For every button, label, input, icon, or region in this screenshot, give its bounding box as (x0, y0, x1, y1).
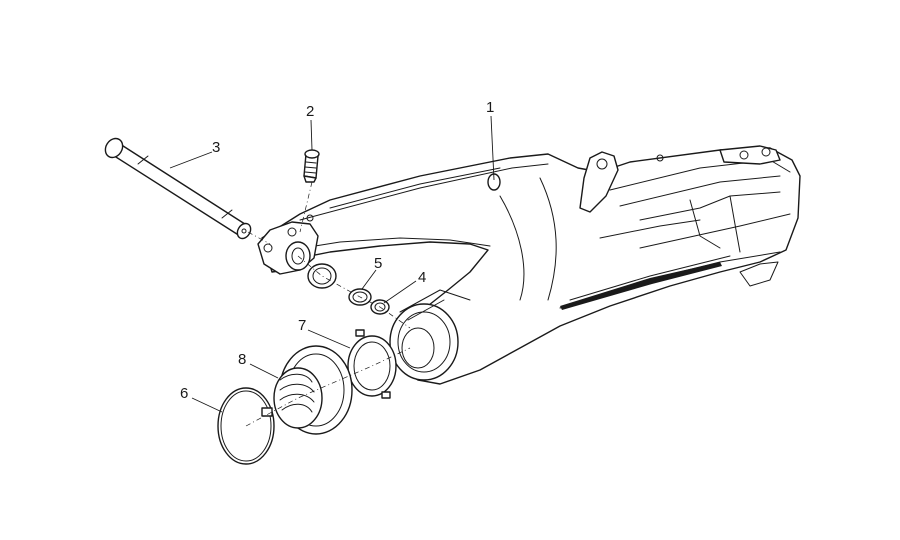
callout-1: 1 (486, 99, 494, 116)
callout-7: 7 (298, 317, 306, 334)
clamp-ring-part-7 (347, 329, 397, 399)
dust-boot-part-8 (273, 345, 353, 435)
callout-8: 8 (238, 351, 246, 368)
bolt-part-2 (303, 149, 320, 183)
pivot-shaft-part-3 (104, 137, 252, 240)
swingarm-part-1 (257, 145, 801, 385)
callout-5: 5 (374, 255, 382, 272)
leader-lines (169, 115, 495, 413)
callout-4: 4 (418, 269, 426, 286)
callout-3: 3 (212, 139, 220, 156)
seal-part-5 (307, 263, 337, 289)
callout-6: 6 (180, 385, 188, 402)
callout-labels: 1 2 3 4 5 6 7 8 (180, 99, 494, 402)
assembly-axes (245, 181, 411, 427)
callout-2: 2 (306, 103, 314, 120)
